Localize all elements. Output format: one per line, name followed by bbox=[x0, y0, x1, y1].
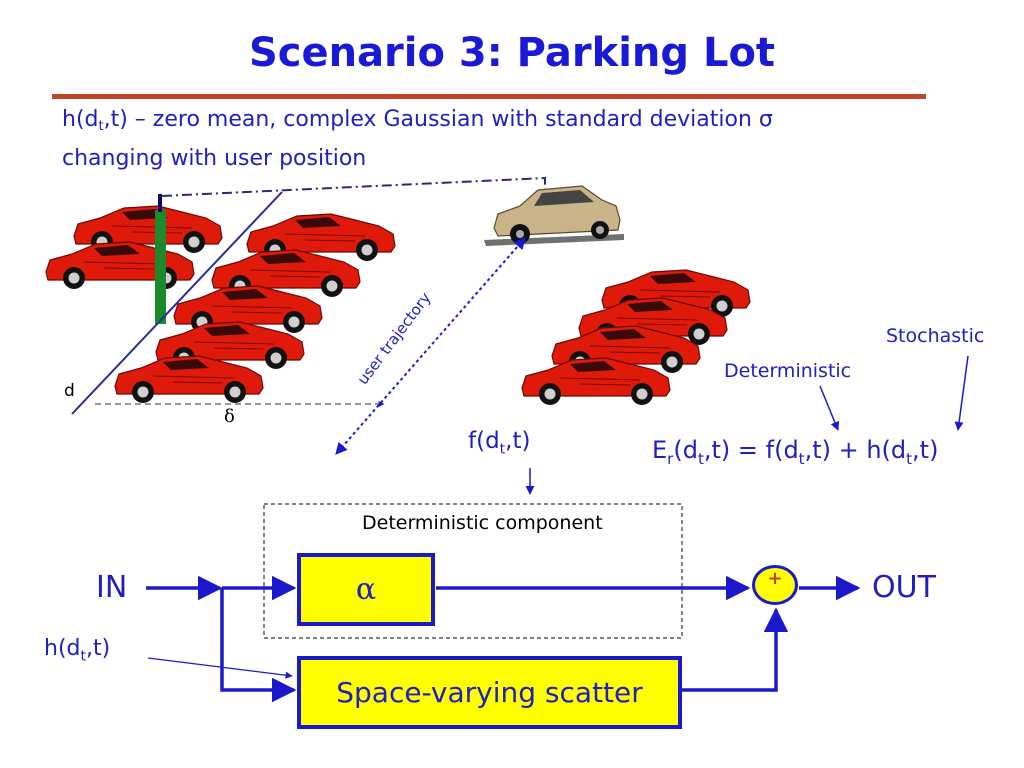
eq-equals: = bbox=[730, 436, 766, 464]
link-line bbox=[161, 176, 546, 197]
h-label-post: ,t) bbox=[86, 636, 111, 661]
deterministic-label: Deterministic bbox=[724, 360, 852, 382]
title-rule bbox=[52, 94, 926, 99]
out-label: OUT bbox=[872, 570, 936, 605]
block-diagram-wires bbox=[146, 575, 861, 703]
delta-label: δ bbox=[224, 406, 235, 427]
red-sports-car-icon bbox=[45, 241, 195, 290]
f-label-post: ,t) bbox=[505, 428, 531, 454]
tan-sedan-car-icon bbox=[483, 185, 625, 247]
eq-h-post: ,t) bbox=[912, 436, 939, 464]
equation: Er(dt,t) = f(dt,t) + h(dt,t) bbox=[652, 436, 938, 468]
left-car-group bbox=[45, 205, 396, 404]
eq-h-sub: t bbox=[906, 449, 913, 468]
description-text-rest: ,t) – zero mean, complex Gaussian with s… bbox=[103, 107, 773, 132]
f-label-sub: t bbox=[499, 441, 506, 458]
description: h(dt,t) – zero mean, complex Gaussian wi… bbox=[62, 104, 962, 175]
red-sports-car-icon bbox=[114, 355, 264, 404]
description-line-1: h(dt,t) – zero mean, complex Gaussian wi… bbox=[62, 104, 962, 143]
h-label-sub: t bbox=[80, 648, 87, 665]
description-text: h(d bbox=[62, 107, 99, 132]
eq-plus: + bbox=[830, 436, 867, 464]
eq-f-sub: t bbox=[798, 449, 805, 468]
right-car-group bbox=[521, 269, 751, 406]
description-subscript: t bbox=[98, 119, 104, 134]
eq-lhs-args: (d bbox=[673, 436, 698, 464]
h-label: h(dt,t) bbox=[44, 636, 110, 664]
red-sports-car-icon bbox=[521, 357, 671, 406]
d-axis bbox=[71, 191, 283, 415]
description-line-2: changing with user position bbox=[62, 146, 367, 171]
d-label: d bbox=[64, 381, 75, 401]
slide-title: Scenario 3: Parking Lot bbox=[248, 30, 776, 76]
f-label-pre: f(d bbox=[468, 428, 500, 454]
eq-lhs-sub: t bbox=[697, 449, 704, 468]
eq-f-post: ,t) bbox=[804, 436, 831, 464]
deterministic-pointer bbox=[819, 385, 840, 431]
eq-E-sub: r bbox=[667, 449, 674, 468]
eq-lhs-post: ,t) bbox=[703, 436, 731, 464]
h-pointer bbox=[147, 657, 293, 679]
deterministic-group-box bbox=[263, 503, 683, 639]
eq-f: f(d bbox=[765, 436, 799, 464]
in-label: IN bbox=[96, 570, 128, 605]
eq-E: E bbox=[652, 436, 668, 464]
user-trajectory-arrow bbox=[335, 237, 526, 455]
deterministic-group-label: Deterministic component bbox=[362, 512, 603, 534]
stochastic-pointer bbox=[954, 355, 969, 431]
green-pole bbox=[155, 210, 166, 324]
space-varying-scatter-block: Space-varying scatter bbox=[297, 656, 682, 729]
h-label-pre: h(d bbox=[44, 636, 81, 661]
stochastic-label: Stochastic bbox=[886, 325, 985, 347]
f-label: f(dt,t) bbox=[468, 428, 530, 458]
alpha-block: α bbox=[297, 553, 435, 626]
summer-node: + bbox=[752, 565, 798, 605]
eq-h: h(d bbox=[866, 436, 907, 464]
